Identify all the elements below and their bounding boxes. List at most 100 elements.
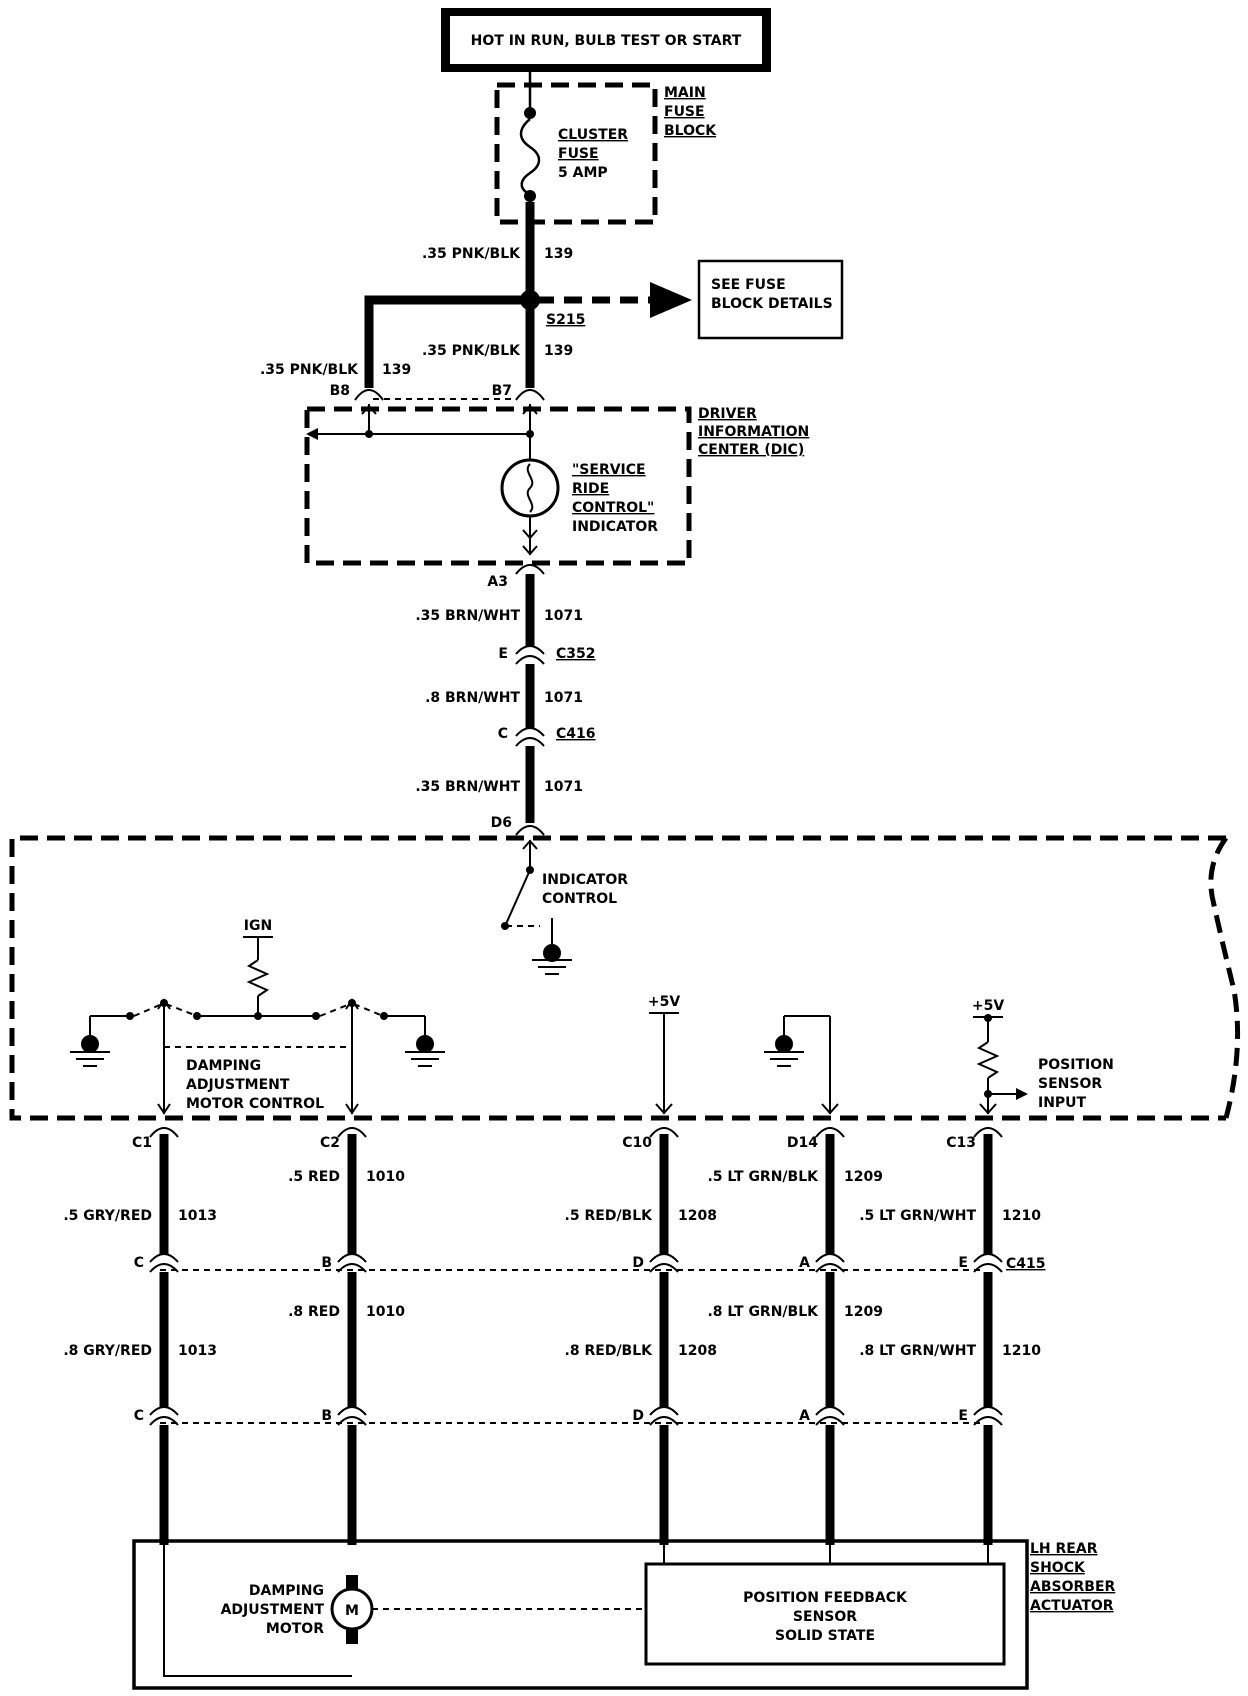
wire-color-label-4: .8 RED/BLK — [565, 1343, 654, 1359]
motor-symbol: M — [345, 1603, 359, 1619]
connector-female — [973, 1253, 1003, 1263]
supply-5v-c13: +5V POSITION SENSOR INPUT — [972, 998, 1114, 1115]
pin-connector — [973, 1127, 1003, 1138]
wire-color-label-3: .8 LT GRN/BLK — [707, 1304, 819, 1320]
main-fuse-block-label-2: FUSE — [664, 104, 705, 120]
fuse-terminal-top — [524, 107, 536, 119]
connector-female — [973, 1406, 1003, 1416]
pin-label: C2 — [320, 1135, 340, 1151]
wire-num-label-4: 1210 — [1002, 1343, 1041, 1359]
wire-num-label-2: 1013 — [178, 1208, 217, 1224]
connector-male — [815, 1263, 845, 1273]
wire-1071-num-2: 1071 — [544, 690, 583, 706]
feedback-sensor-label-2: SENSOR — [793, 1609, 857, 1625]
feedback-sensor-label-1: POSITION FEEDBACK — [743, 1590, 908, 1606]
connector-female — [649, 1253, 679, 1263]
wire-color-label: .5 RED — [288, 1169, 340, 1185]
low-pin-label: A — [799, 1408, 810, 1424]
indicator-label-1: "SERVICE — [572, 462, 646, 478]
power-source-label: HOT IN RUN, BULB TEST OR START — [471, 33, 742, 49]
wire-num-label-2: 1208 — [678, 1208, 717, 1224]
position-input-label-3: INPUT — [1038, 1095, 1087, 1111]
connector-female — [149, 1253, 179, 1263]
arrow-right-icon — [650, 282, 692, 318]
mid-pin-label: A — [799, 1255, 810, 1271]
power-source-box: HOT IN RUN, BULB TEST OR START — [441, 8, 771, 72]
motor-control-switch-c1 — [70, 998, 201, 1115]
see-fuse-label-2: BLOCK DETAILS — [711, 296, 833, 312]
pin-a3: A3 — [487, 574, 508, 590]
position-input-label-2: SENSOR — [1038, 1076, 1102, 1092]
pin-c: C — [498, 726, 508, 742]
pin-connector — [337, 1127, 367, 1138]
connector-male — [649, 1263, 679, 1273]
position-input-label-1: POSITION — [1038, 1057, 1114, 1073]
splice-label: S215 — [546, 312, 585, 328]
pin-connector — [815, 1127, 845, 1138]
wire-1071-color-2: .8 BRN/WHT — [425, 690, 520, 706]
supply-5v-c10: +5V — [648, 994, 680, 1115]
see-fuse-label-1: SEE FUSE — [711, 277, 786, 293]
wire-color-label-2: .5 LT GRN/WHT — [859, 1208, 976, 1224]
ign-label: IGN — [244, 918, 272, 934]
lh-rear-shock-actuator: LH REAR SHOCK ABSORBER ACTUATOR M DAMPIN… — [132, 1539, 1116, 1690]
indicator-label-4: INDICATOR — [572, 519, 658, 535]
low-pin-label: D — [632, 1408, 644, 1424]
wire-139-color-2: .35 PNK/BLK — [260, 362, 359, 378]
low-pin-label: B — [321, 1408, 332, 1424]
indicator-control-label-2: CONTROL — [542, 891, 617, 907]
wire-color-label-2: .5 GRY/RED — [63, 1208, 152, 1224]
wire-num-label: 1010 — [366, 1169, 405, 1185]
indicator-label-3: CONTROL" — [572, 500, 654, 516]
pin-connector — [649, 1127, 679, 1138]
wire-139-color-1: .35 PNK/BLK — [422, 246, 521, 262]
connector-male — [649, 1416, 679, 1426]
motor-control-switch-c2 — [312, 998, 445, 1115]
pin-label: C10 — [622, 1135, 652, 1151]
wire-num-label-3: 1209 — [844, 1304, 883, 1320]
wire-color-label-2: .5 RED/BLK — [565, 1208, 654, 1224]
main-fuse-block-label-1: MAIN — [664, 85, 706, 101]
fuse-terminal-bottom — [524, 190, 536, 202]
low-pin-label: E — [958, 1408, 968, 1424]
motor-label-1: DAMPING — [249, 1583, 324, 1599]
actuator-label-1: LH REAR — [1030, 1541, 1098, 1557]
wire-1071-num-1: 1071 — [544, 608, 583, 624]
wire-139-num-2: 139 — [382, 362, 411, 378]
damping-control-label-2: ADJUSTMENT — [186, 1077, 290, 1093]
connector-male — [815, 1416, 845, 1426]
connector-c352: E C352 — [498, 645, 596, 665]
wire-color-label-4: .8 GRY/RED — [63, 1343, 152, 1359]
plus5v-label-b: +5V — [972, 998, 1004, 1014]
connector-female — [337, 1406, 367, 1416]
dic-label-1: DRIVER — [698, 406, 757, 422]
wire-num-label-2: 1210 — [1002, 1208, 1041, 1224]
resistor-icon — [246, 959, 270, 997]
connector-c416-label: C416 — [556, 726, 596, 742]
low-pin-label: C — [134, 1408, 144, 1424]
pin-b8: B8 — [330, 383, 350, 399]
wire-1071-color-3: .35 BRN/WHT — [415, 779, 520, 795]
fuse-label-3: 5 AMP — [558, 165, 608, 181]
wire-139-num-1: 139 — [544, 246, 573, 262]
wire-color-label: .5 LT GRN/BLK — [707, 1169, 819, 1185]
main-fuse-block-label-3: BLOCK — [664, 123, 717, 139]
wire-num-label-4: 1208 — [678, 1343, 717, 1359]
connector-female — [815, 1253, 845, 1263]
pin-label: D14 — [787, 1135, 818, 1151]
wire-139-branch — [364, 295, 530, 388]
actuator-label-3: ABSORBER — [1030, 1579, 1116, 1595]
mid-pin-label: C — [134, 1255, 144, 1271]
wire-1071-num-3: 1071 — [544, 779, 583, 795]
connector-c352-label: C352 — [556, 646, 596, 662]
fuse-label-1: CLUSTER — [558, 127, 628, 143]
indicator-control-label-1: INDICATOR — [542, 872, 628, 888]
wire-num-label-3: 1010 — [366, 1304, 405, 1320]
pin-connector — [149, 1127, 179, 1138]
